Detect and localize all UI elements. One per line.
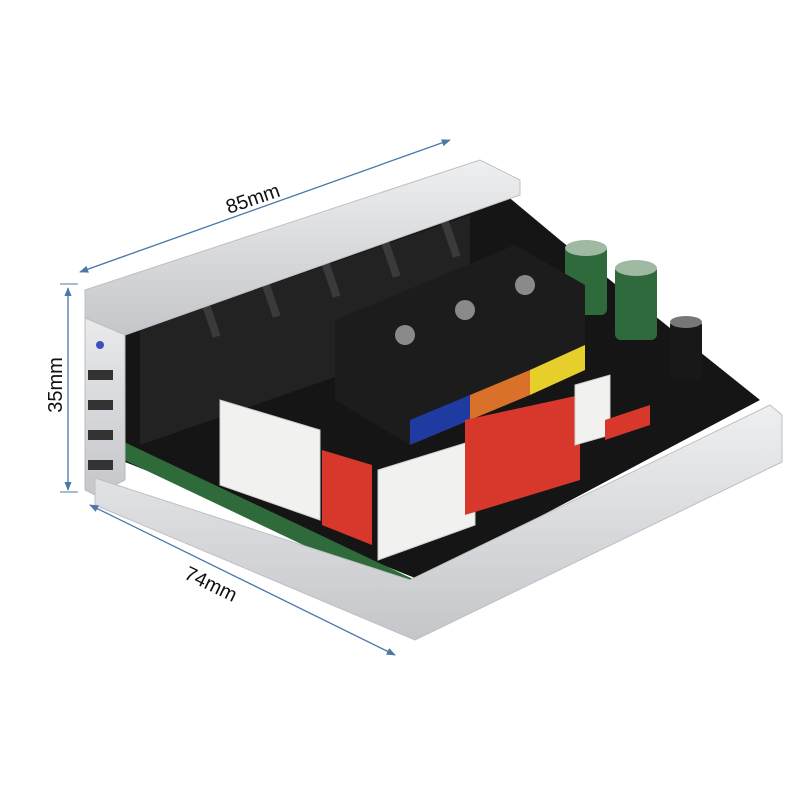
dimension-length-label: 85mm: [223, 180, 283, 219]
dimension-width-label: 74mm: [181, 563, 241, 607]
left-heatsink: [84, 294, 126, 496]
terminal-block: [335, 245, 585, 445]
dimension-height: 35mm: [45, 283, 78, 493]
dimension-height-label: 35mm: [45, 357, 67, 413]
